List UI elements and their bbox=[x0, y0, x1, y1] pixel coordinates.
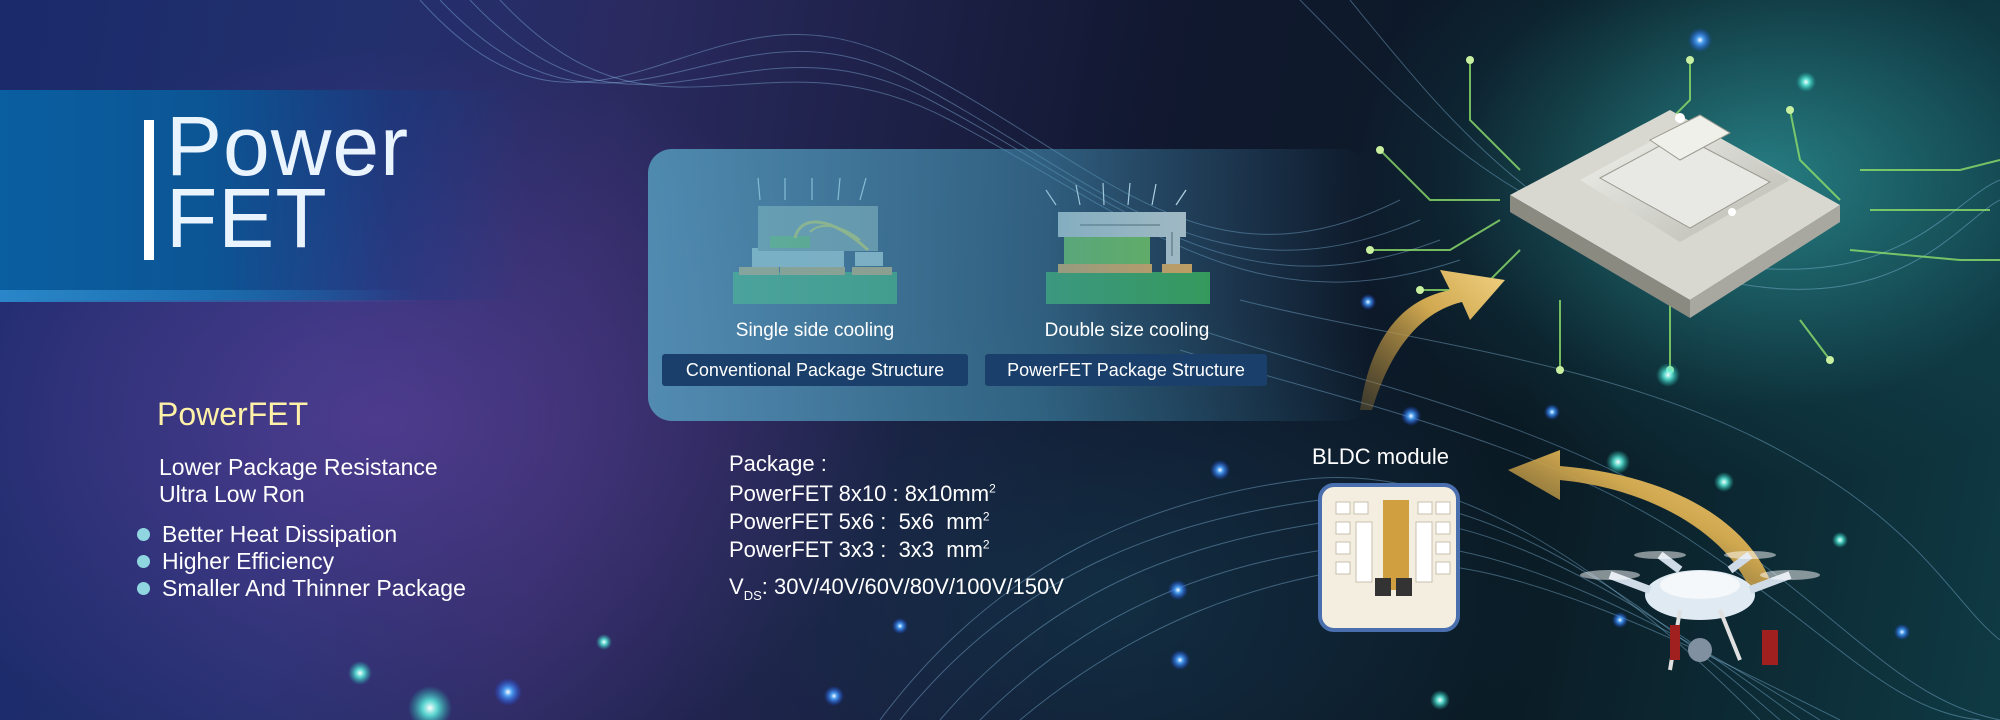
brand-label: PowerFET bbox=[157, 396, 309, 432]
feature-bullet: Higher Efficiency bbox=[137, 548, 334, 575]
powerfet-chip-illustration bbox=[1510, 110, 1840, 318]
bldc-module-label: BLDC module bbox=[1312, 444, 1449, 469]
package-unit-exp: 2 bbox=[982, 537, 990, 552]
title-line-2: FET bbox=[166, 171, 328, 265]
package-row: PowerFET 8x10 : 8x10mm2 bbox=[729, 481, 996, 507]
vds-values: : 30V/40V/60V/80V/100V/150V bbox=[761, 574, 1064, 599]
bullet-dot-icon bbox=[137, 582, 150, 595]
package-heading: Package : bbox=[729, 451, 827, 476]
package-size: : 8x10mm bbox=[892, 481, 990, 506]
package-unit-exp: 2 bbox=[989, 481, 996, 496]
package-name: PowerFET 8x10 bbox=[729, 481, 887, 506]
package-row: PowerFET 5x6 : 5x6 mm2 bbox=[729, 509, 990, 535]
vds-voltage-range: VDS: 30V/40V/60V/80V/100V/150V bbox=[729, 574, 1064, 603]
title-line-1: Power bbox=[166, 99, 410, 193]
vds-subscript: DS bbox=[743, 588, 762, 603]
title-band bbox=[0, 90, 520, 300]
powerfet-package-label: PowerFET Package Structure bbox=[985, 354, 1267, 386]
feature-bullet: Better Heat Dissipation bbox=[137, 521, 397, 548]
package-name: PowerFET 5x6 bbox=[729, 509, 875, 534]
bullet-dot-icon bbox=[137, 528, 150, 541]
conventional-package-label: Conventional Package Structure bbox=[662, 354, 968, 386]
feature-item: Lower Package Resistance bbox=[159, 454, 438, 480]
bullet-dot-icon bbox=[137, 555, 150, 568]
single-side-cooling-caption: Single side cooling bbox=[735, 320, 895, 341]
feature-bullet-label: Better Heat Dissipation bbox=[162, 521, 398, 547]
feature-bullet: Smaller And Thinner Package bbox=[137, 575, 466, 602]
package-size: : 3x3 mm bbox=[880, 537, 983, 562]
package-unit-exp: 2 bbox=[982, 509, 990, 524]
drone-illustration bbox=[1580, 551, 1820, 671]
package-name: PowerFET 3x3 bbox=[729, 537, 875, 562]
package-size: : 5x6 mm bbox=[880, 509, 983, 534]
title-accent-bar bbox=[144, 120, 154, 260]
package-row: PowerFET 3x3 : 3x3 mm2 bbox=[729, 537, 990, 563]
feature-bullet-label: Smaller And Thinner Package bbox=[162, 575, 466, 601]
feature-bullet-label: Higher Efficiency bbox=[162, 548, 335, 574]
vds-symbol: V bbox=[729, 574, 744, 599]
feature-item: Ultra Low Ron bbox=[159, 481, 305, 507]
double-size-cooling-caption: Double size cooling bbox=[1044, 320, 1210, 341]
page-title: Power FET bbox=[166, 99, 410, 265]
title-band-accent bbox=[0, 290, 420, 302]
bldc-module-illustration bbox=[1318, 483, 1460, 632]
